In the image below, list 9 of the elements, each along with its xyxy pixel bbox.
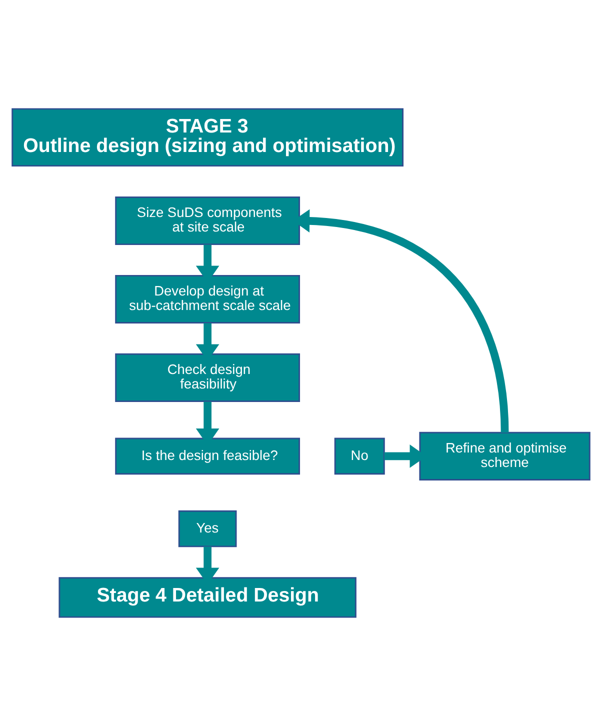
node-box: Stage 4 Detailed Design <box>58 577 356 618</box>
node-box: STAGE 3 Outline design (sizing and optimisation) <box>12 108 404 167</box>
node-box: Check design feasibility <box>115 353 300 402</box>
node-box: Size SuDS components at site scale <box>115 196 300 246</box>
node-box: Yes <box>178 510 237 548</box>
node-box: Is the design feasible? <box>115 438 300 475</box>
node-box: Develop design at sub-catchment scale scale <box>115 274 300 324</box>
node-box: Refine and optimise scheme <box>419 432 590 480</box>
node-box: No <box>334 438 385 475</box>
